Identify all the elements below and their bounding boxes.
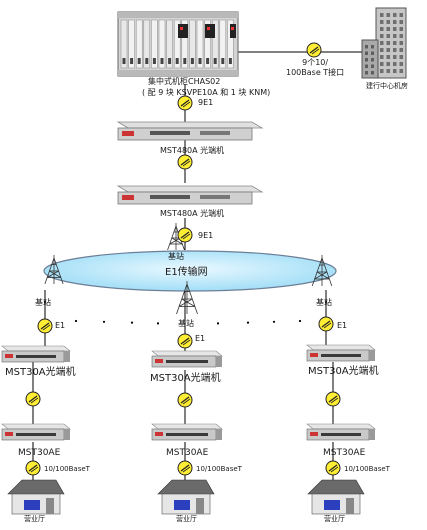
site-1-mst30a-device [1,345,71,363]
site-2-mst30ae-device [151,423,223,441]
rack-slot-cards [120,19,234,69]
base-station-label-top: 基站 [168,252,184,261]
link-node-site-1-e1 [37,318,53,334]
site-1-lan-label: 10/100BaseT [44,465,90,473]
site-3-lan-label: 10/100BaseT [344,465,390,473]
mst480a-unit-1 [116,121,264,141]
link-node-site-2-e1 [177,333,193,349]
e1-link-label-mid: E1 [195,334,206,343]
site-2-office-label: 营业厅 [176,515,197,523]
base-station-label-left: 基站 [35,298,51,307]
data-center-building-icon [361,7,407,79]
site-3-mst30a-label: MST30A光端机 [308,366,379,377]
link-node-site-2-lan [177,460,193,476]
site-2-mst30ae-label: MST30AE [166,448,209,458]
link-node-site-3-a-b [325,391,341,407]
site-3-mst30a-device [306,344,376,362]
link-node-site-3-e1 [318,316,334,332]
rack-to-mst480-link-label: 9E1 [198,98,214,107]
mst480a-unit-2 [116,185,264,205]
site-3-office-house-icon [307,479,365,515]
rack-chassis [117,11,239,77]
base-station-label-right: 基站 [316,298,332,307]
link-node-mst480-ring [177,227,193,243]
site-1-office-label: 营业厅 [24,515,45,523]
site-2-mst30a-device [151,350,223,368]
link-node-site-3-lan [325,460,341,476]
site-2-lan-label: 10/100BaseT [196,465,242,473]
e1-transport-network-ring [43,250,337,292]
mst480-to-ring-link-label: 9E1 [198,231,214,240]
link-node-site-1-a-b [25,391,41,407]
e1-link-label-left: E1 [55,321,66,330]
mst480a-2-label: MST480A 光端机 [160,209,225,218]
site-1-office-house-icon [7,479,65,515]
base-station-label-mid: 基站 [178,319,194,328]
base-station-tower-left [44,255,64,285]
site-3-mst30ae-device [306,423,376,441]
link-node-rack-building [306,42,322,58]
base-station-tower-right [311,255,333,287]
more-sites-ellipsis [74,319,302,325]
mst480a-1-label: MST480A 光端机 [160,146,225,155]
site-2-office-house-icon [157,479,215,515]
rack-to-building-link-label: 9个10/ 100Base T接口 [286,58,345,77]
link-node-site-2-a-b [177,392,193,408]
link-node-rack-mst480 [177,95,193,111]
rack-subtitle: ( 配 9 块 KSVPE10A 和 1 块 KNM) [142,88,271,97]
site-3-mst30ae-label: MST30AE [323,448,366,458]
building-label: 建行中心机房 [366,82,408,90]
link-node-site-1-lan [25,460,41,476]
site-2-mst30a-label: MST30A光端机 [150,373,221,384]
rack-title: 集中式机柜CHAS02 [148,77,221,86]
ring-label: E1传输网 [165,267,208,278]
link-node-mst480-pair [177,154,193,170]
site-1-mst30ae-device [1,423,71,441]
base-station-tower-mid [176,281,198,315]
e1-link-label-right: E1 [337,321,348,330]
site-1-mst30a-label: MST30A光端机 [5,367,76,378]
site-1-mst30ae-label: MST30AE [18,448,61,458]
site-3-office-label: 营业厅 [324,515,345,523]
